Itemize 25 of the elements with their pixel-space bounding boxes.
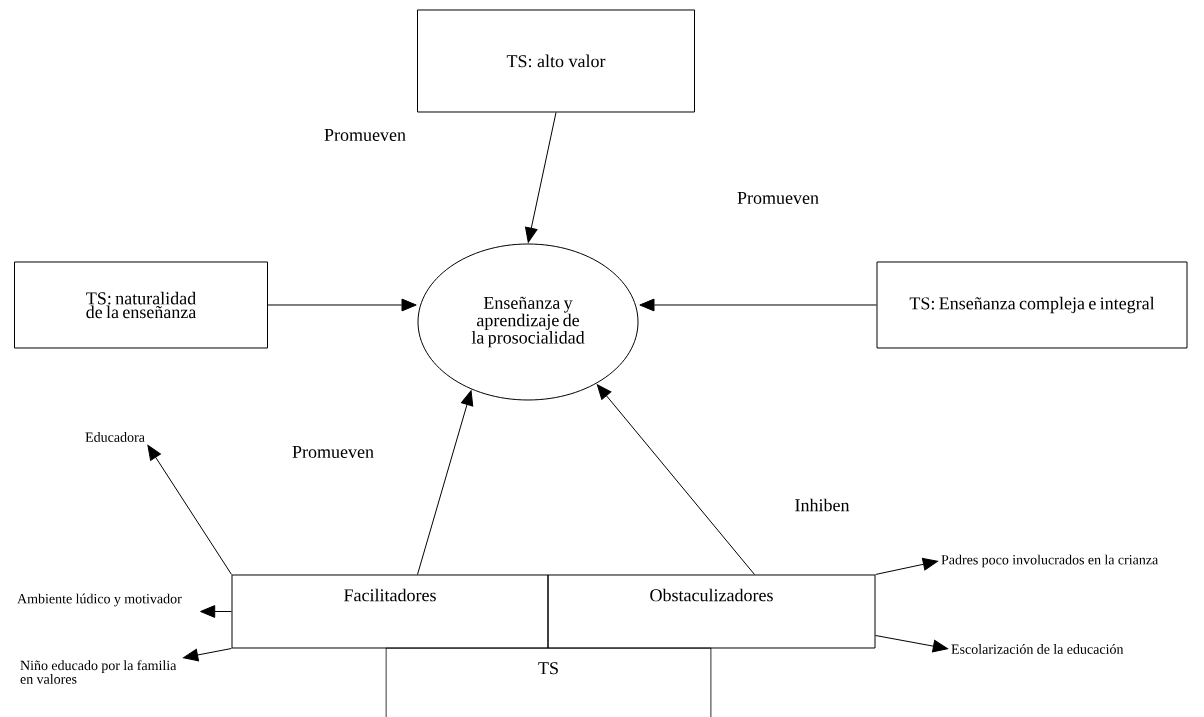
process-box: TS: Enseñanza compleja e integral <box>876 261 1188 349</box>
arrow <box>267 298 417 312</box>
category-box: Obstaculizadores <box>547 574 876 649</box>
arrow <box>596 384 755 575</box>
arrow <box>875 557 938 575</box>
relation-label: Promueven <box>324 129 406 141</box>
outcome-text: Niño educado por la familia en valores <box>20 660 177 684</box>
process-box: TS: alto valor <box>417 9 695 113</box>
open-box: TS <box>385 647 712 717</box>
outcome-text: Escolarización de la educación <box>951 644 1124 654</box>
relation-label: Inhiben <box>795 498 850 512</box>
arrow <box>147 444 232 575</box>
relation-label: Promueven <box>292 446 374 458</box>
relation-label: Promueven <box>737 192 819 204</box>
category-box: Facilitadores <box>231 574 549 649</box>
arrow <box>525 112 557 243</box>
arrow <box>417 390 474 575</box>
outcome-text: Ambiente lúdico y motivador <box>17 593 182 607</box>
process-box: TS: naturalidad de la enseñanza <box>14 261 268 349</box>
outcome-text: Padres poco involucrados en la crianza <box>941 554 1159 568</box>
arrow <box>875 635 948 653</box>
outcome-text: Educadora <box>85 432 145 442</box>
arrow <box>183 648 232 662</box>
arrow <box>200 605 232 618</box>
arrow <box>639 298 877 312</box>
